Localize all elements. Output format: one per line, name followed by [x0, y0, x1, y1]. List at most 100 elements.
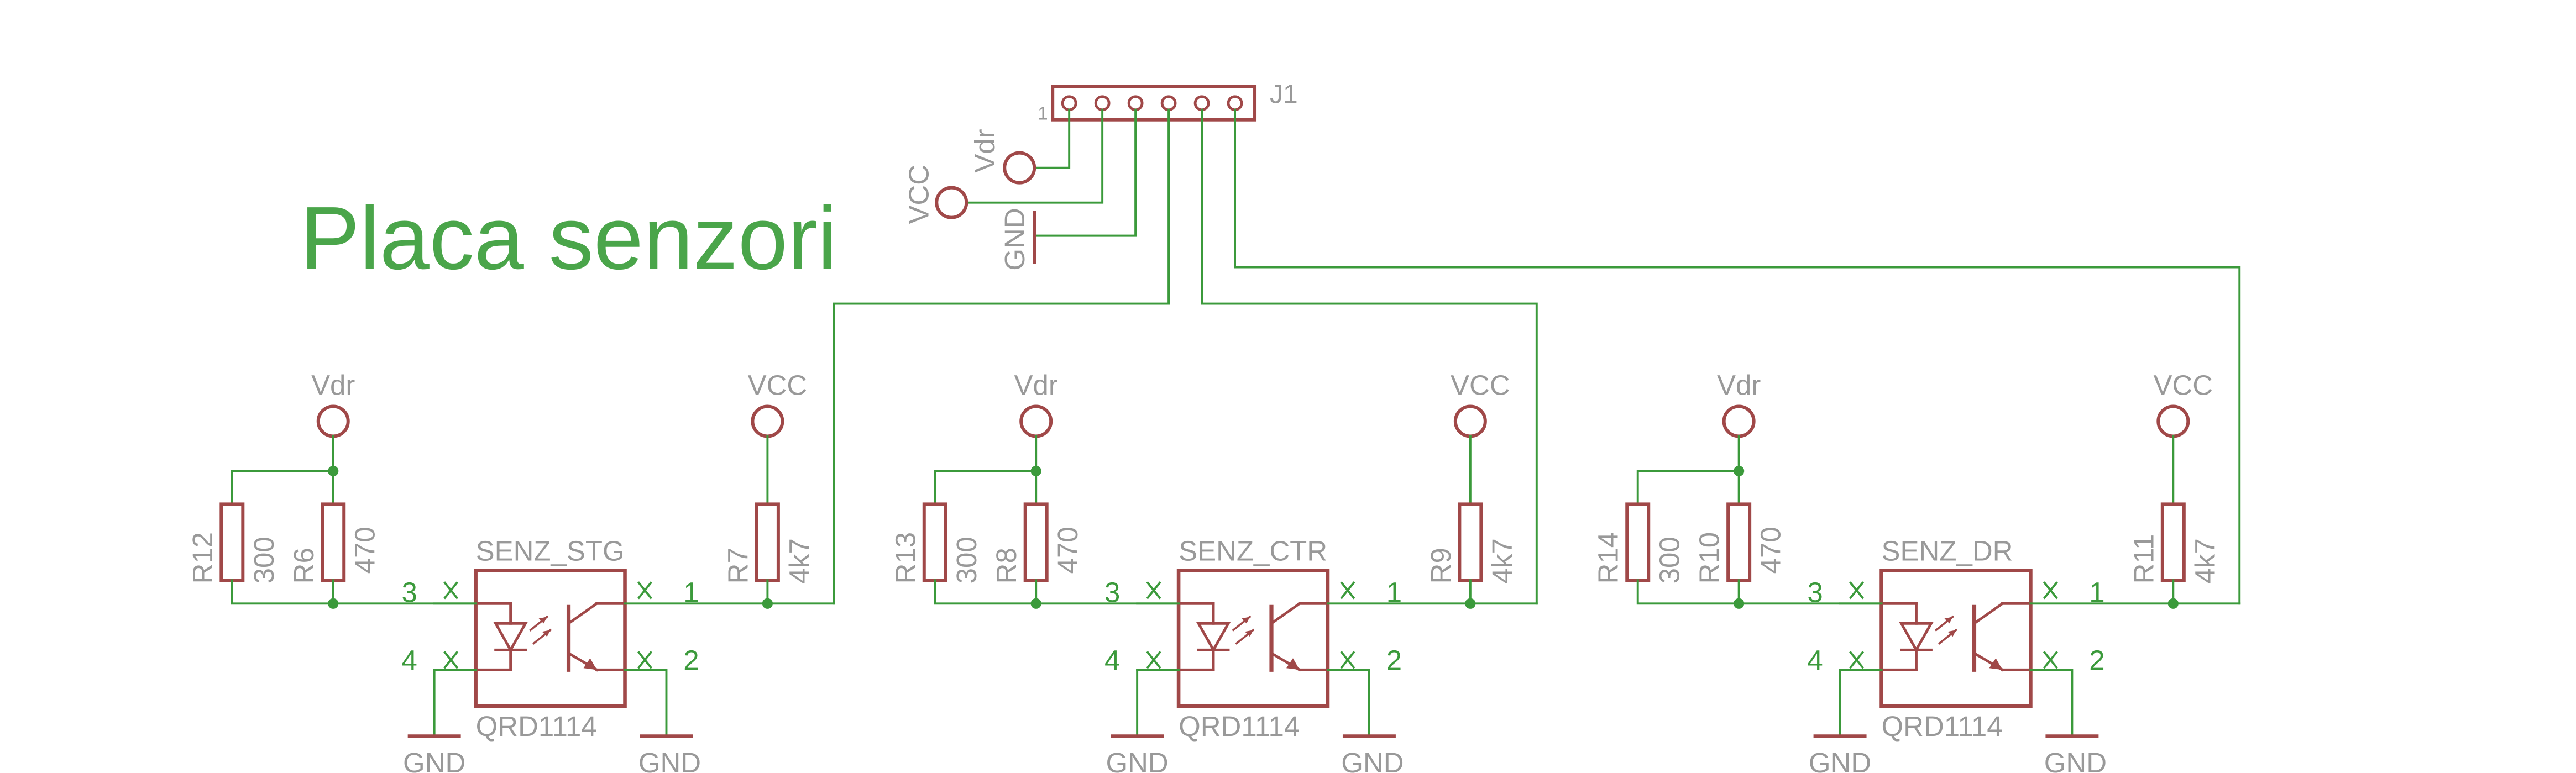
pin-nc-mark [637, 581, 653, 600]
symbol-line [567, 601, 599, 625]
resistor-pull-name: R13 [889, 532, 921, 584]
arrow-head [542, 630, 551, 637]
gnd-right-label: GND [2044, 747, 2107, 773]
j1-pin [1061, 95, 1077, 112]
wire [624, 669, 668, 738]
resistor-out-value: 4k7 [783, 538, 815, 583]
sensor-part: QRD1114 [1882, 711, 2003, 742]
led-triangle [1899, 622, 1934, 653]
arrow-head [1944, 617, 1953, 624]
resistor-led [1023, 502, 1049, 582]
pin-nc-mark [2043, 581, 2058, 600]
wire-gnd [1035, 108, 1137, 237]
wire [231, 470, 334, 506]
sensor-name: SENZ_STG [476, 535, 625, 566]
wire [2029, 669, 2074, 738]
gnd-right-label: GND [638, 747, 701, 773]
sensor-body [474, 569, 627, 708]
resistor-out-name: R9 [1425, 548, 1457, 583]
wire [231, 579, 477, 605]
sensor-name: SENZ_DR [1882, 535, 2013, 566]
mark-stroke [637, 581, 653, 600]
resistor-pull-value: 300 [248, 537, 280, 583]
led-triangle [1196, 622, 1231, 653]
resistor-out-value: 4k7 [1486, 538, 1518, 583]
pin-4-label: 4 [402, 644, 417, 676]
wire-signal-dr [1234, 108, 2241, 605]
symbol-line [1972, 601, 2004, 625]
gnd-left-label: GND [403, 747, 465, 773]
resistor-led-value: 470 [1755, 527, 1787, 574]
pin-nc-mark [1849, 581, 1865, 600]
vcc-supply-circle [2156, 404, 2190, 438]
gnd-left-label: GND [1106, 747, 1168, 773]
vcc-supply-circle [751, 404, 784, 438]
j1-pin [1094, 95, 1111, 112]
gnd-right-label: GND [1341, 747, 1404, 773]
resistor-led [321, 502, 346, 582]
pin-nc-mark [1146, 651, 1161, 669]
pin-4-label: 4 [1807, 644, 1823, 676]
pin-nc-mark [1340, 651, 1355, 669]
resistor-pull-value: 300 [1654, 537, 1685, 583]
wire-signal-stg [833, 108, 1170, 605]
j1-pin1-label: 1 [1038, 103, 1048, 124]
wire [1327, 669, 1370, 738]
sensor-part: QRD1114 [476, 711, 597, 742]
j1-pin [1160, 95, 1177, 112]
pin-nc-mark [2043, 651, 2058, 669]
pin-nc-mark [1849, 651, 1865, 669]
vdr-supply-circle [1019, 404, 1053, 438]
pin-nc-mark [443, 581, 459, 600]
pin-1-label: 1 [1386, 576, 1402, 608]
pin-2-label: 2 [1386, 644, 1402, 676]
j1-body [1051, 85, 1257, 122]
sensor-body [1879, 569, 2033, 708]
led-symbol [493, 602, 552, 671]
resistor-out [755, 502, 780, 582]
pin-nc-mark [1340, 581, 1355, 600]
resistor-led-value: 470 [1052, 527, 1083, 574]
resistor-led-name: R10 [1694, 532, 1725, 584]
resistor-pull-name: R14 [1593, 532, 1624, 584]
pin-3-label: 3 [1807, 576, 1823, 608]
mark-stroke [1146, 581, 1161, 600]
resistor-led [1726, 502, 1752, 582]
led-symbol [1196, 602, 1255, 671]
pin-4-label: 4 [1104, 644, 1120, 676]
mark-stroke [1146, 651, 1161, 669]
vcc-label: VCC [1451, 369, 1510, 401]
mark-stroke [1849, 651, 1865, 669]
pin-2-label: 2 [2089, 644, 2104, 676]
gnd-left-label: GND [1809, 747, 1871, 773]
mark-stroke [443, 651, 459, 669]
mark-stroke [1340, 651, 1355, 669]
resistor-out [2160, 502, 2186, 582]
junction-dot [1030, 598, 1041, 609]
mark-stroke [1849, 581, 1865, 600]
vcc-supply-circle [935, 186, 968, 219]
vdr-label: Vdr [1014, 369, 1058, 401]
pin-2-label: 2 [683, 644, 699, 676]
vcc-label: VCC [2153, 369, 2213, 401]
wire-signal-ctr [1201, 108, 1538, 605]
pin-1-label: 1 [683, 576, 699, 608]
phototransistor-symbol [1972, 601, 2004, 672]
pin-nc-mark [1146, 581, 1161, 600]
j1-pin [1227, 95, 1243, 112]
resistor-pull-name: R12 [187, 532, 218, 584]
arrow-head [538, 617, 547, 624]
led-triangle [493, 622, 528, 653]
j1-pin [1193, 95, 1210, 112]
vdr-label: Vdr [311, 369, 355, 401]
resistor-led-name: R6 [288, 548, 320, 583]
sensor-part: QRD1114 [1179, 711, 1300, 742]
resistor-led-value: 470 [349, 527, 381, 574]
mark-stroke [443, 581, 459, 600]
resistor-led-name: R8 [991, 548, 1022, 583]
pin-nc-mark [443, 651, 459, 669]
